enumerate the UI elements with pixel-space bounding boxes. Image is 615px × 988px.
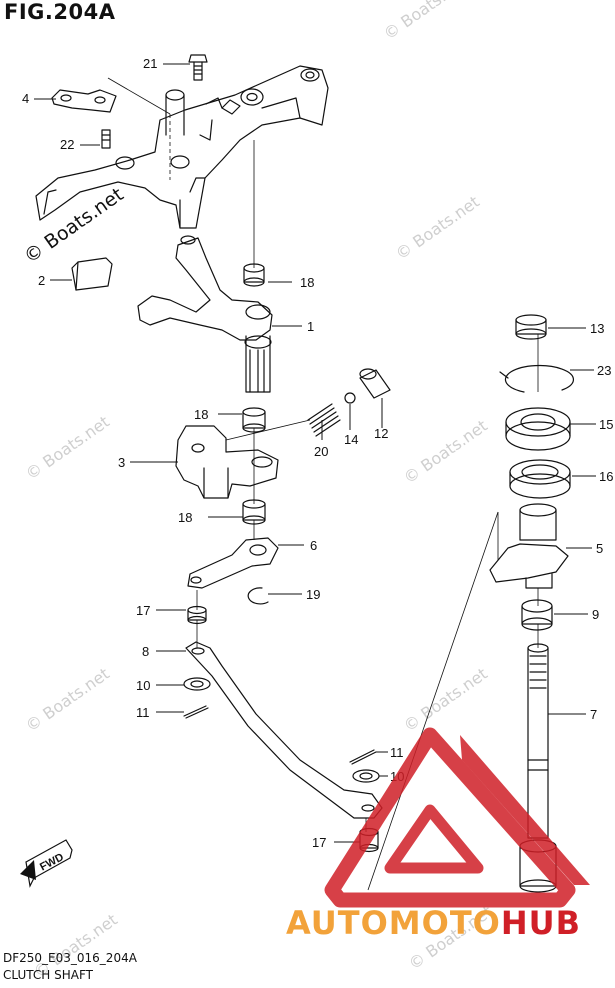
part-19-circlip [247, 587, 269, 605]
part-1-clutch-shaft [137, 235, 273, 393]
callout-23: 23 [597, 363, 611, 378]
part-23-snap-ring [499, 364, 575, 393]
part-14-ball [344, 392, 356, 404]
part-15-bearing [505, 407, 571, 451]
callout-7: 7 [590, 707, 597, 722]
callout-16: 16 [599, 469, 613, 484]
callout-11: 11 [136, 705, 150, 720]
part-3-housing [175, 425, 279, 499]
part-6-arm [187, 537, 279, 589]
callout-18: 18 [300, 275, 314, 290]
callout-19: 19 [306, 587, 320, 602]
callout-18: 18 [194, 407, 208, 422]
callout-numbers: 21 4 22 2 18 1 18 3 20 14 12 18 6 17 19 … [22, 56, 613, 850]
callout-3: 3 [118, 455, 125, 470]
part-22-screw [101, 129, 111, 149]
part-4-plate [51, 89, 117, 113]
bracket-assembly [35, 65, 329, 229]
brand-text: AUTOMOTOHUB [286, 904, 581, 942]
callout-5: 5 [596, 541, 603, 556]
footer-caption: CLUTCH SHAFT [3, 968, 93, 982]
callout-9: 9 [592, 607, 599, 622]
brand-part-1: AUTOMOTO [286, 904, 501, 942]
callout-6: 6 [310, 538, 317, 553]
assembly-lines [107, 77, 539, 891]
callout-4: 4 [22, 91, 29, 106]
callout-2: 2 [38, 273, 45, 288]
part-11-pin-upper [183, 705, 209, 719]
callout-8: 8 [142, 644, 149, 659]
figure-title: FIG.204A [4, 0, 116, 24]
callout-leaders [34, 63, 596, 843]
part-9-collar [521, 599, 553, 631]
part-10-washer-upper [183, 677, 211, 691]
callout-15: 15 [599, 417, 613, 432]
part-8-rod [185, 641, 383, 819]
callout-12: 12 [374, 426, 388, 441]
part-10-washer-lower [352, 769, 380, 783]
callout-18: 18 [178, 510, 192, 525]
callout-11: 11 [390, 745, 404, 760]
callout-17: 17 [136, 603, 150, 618]
part-12-sleeve [359, 368, 391, 399]
part-13-plug [515, 314, 547, 340]
part-11-pin-lower [349, 749, 377, 765]
automotohub-logo [324, 727, 590, 908]
callout-10: 10 [136, 678, 150, 693]
part-21-bolt [188, 54, 208, 81]
part-2-clip [71, 257, 113, 291]
callout-13: 13 [590, 321, 604, 336]
part-16-seal [509, 459, 571, 499]
brand-part-2: HUB [500, 904, 582, 942]
callout-14: 14 [344, 432, 358, 447]
callout-22: 22 [60, 137, 74, 152]
callout-17: 17 [312, 835, 326, 850]
callout-1: 1 [307, 319, 314, 334]
part-5-holder [489, 503, 569, 589]
callout-20: 20 [314, 444, 328, 459]
callout-21: 21 [143, 56, 157, 71]
part-18-bushing-top [243, 263, 265, 287]
footer-model-code: DF250_E03_016_204A [3, 951, 137, 965]
fwd-arrow-icon: FWD [20, 839, 73, 888]
part-20-spring [307, 403, 341, 437]
